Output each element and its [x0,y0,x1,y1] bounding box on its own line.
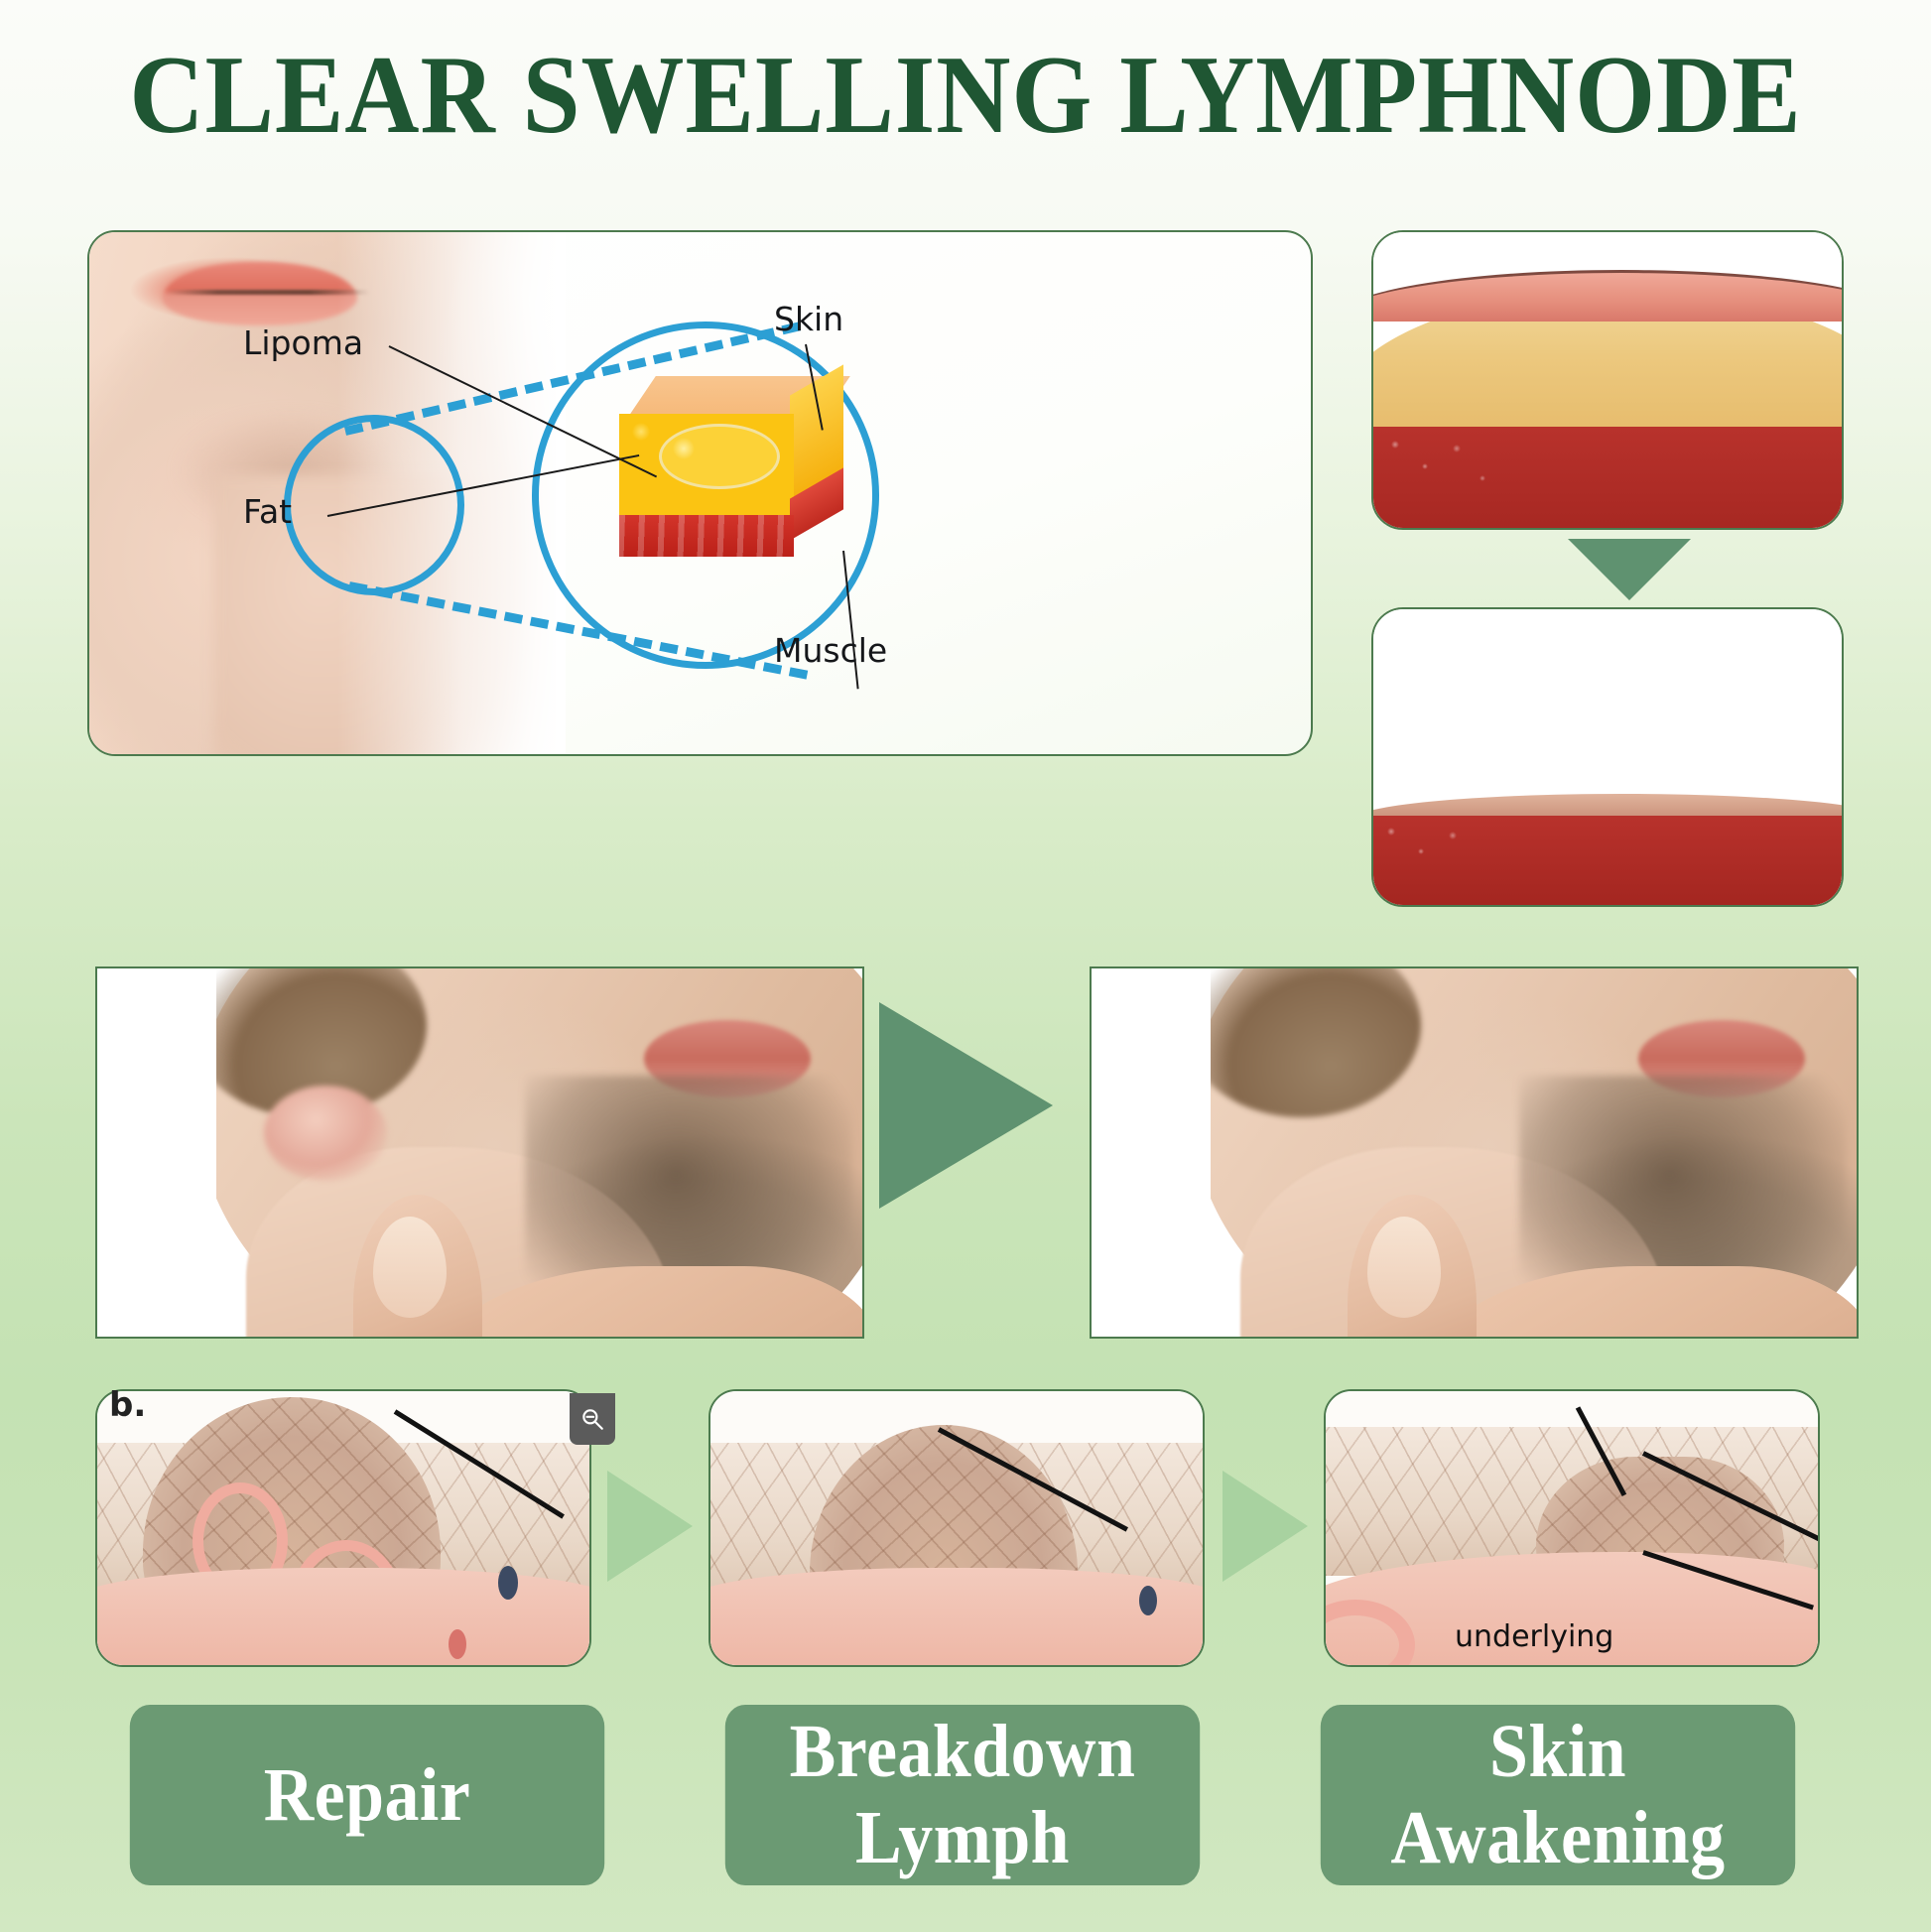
downward-arrow-icon [1568,539,1691,600]
skin-stage-2-art [710,1391,1203,1665]
lipoma-label: Lipoma [243,323,364,362]
lipoma-bump-cross-section-panel [1371,230,1844,530]
muscle-layer [1373,427,1842,528]
after-photo-panel [1090,966,1859,1339]
after-photo [1092,968,1857,1337]
flattened-cross-section-panel [1371,607,1844,907]
photo-left-backdrop [97,968,216,1337]
magnifier-minus-icon[interactable] [570,1393,615,1445]
stage-2-to-3-arrow-icon [1223,1471,1308,1582]
muscle-label: Muscle [774,631,888,670]
fat-label: Fat [243,492,293,531]
lipoma-mass [659,424,780,489]
magnified-region-circle [532,322,879,669]
flat-muscle-layer [1373,816,1842,905]
skin-stage-3-art: underlying [1326,1391,1818,1665]
skin-stage-1-panel [95,1389,591,1667]
lipoma-diagram-panel: Lipoma Skin Fat Muscle [87,230,1313,756]
underlying-label: underlying [1455,1619,1614,1654]
thumbnail-shape [1367,1217,1441,1318]
neck-highlight-circle [284,415,464,595]
raised-skin-layer [1373,270,1842,322]
page-title: CLEAR SWELLING LYMPHNODE [129,34,1802,157]
thumbnail-shape [373,1217,447,1318]
skin-cross-section-block [619,364,850,575]
pore-dot-dark [498,1566,518,1600]
muscle-front-face [619,515,794,557]
before-photo-panel [95,966,864,1339]
skin-stage-2-panel [708,1389,1205,1667]
before-photo [97,968,862,1337]
swollen-lymph-node-shape [264,1086,387,1181]
skin-stage-1-art [97,1391,589,1665]
lip-line-shape [167,290,370,295]
pore-dot-red [449,1629,466,1659]
hair-shape [1183,968,1421,1117]
pore-dot-dark [1139,1586,1157,1615]
benefit-button-repair-label: Repair [263,1752,471,1837]
before-after-arrow-icon [879,1002,1053,1209]
stage-1-corner-char: b. [109,1385,147,1425]
stage-1-to-2-arrow-icon [607,1471,693,1582]
photo-left-backdrop [1092,968,1211,1337]
skin-label: Skin [774,300,844,338]
hypodermis-layer [710,1568,1203,1665]
skin-stage-3-panel: underlying [1324,1389,1820,1667]
benefit-button-repair[interactable]: Repair [129,1705,605,1885]
